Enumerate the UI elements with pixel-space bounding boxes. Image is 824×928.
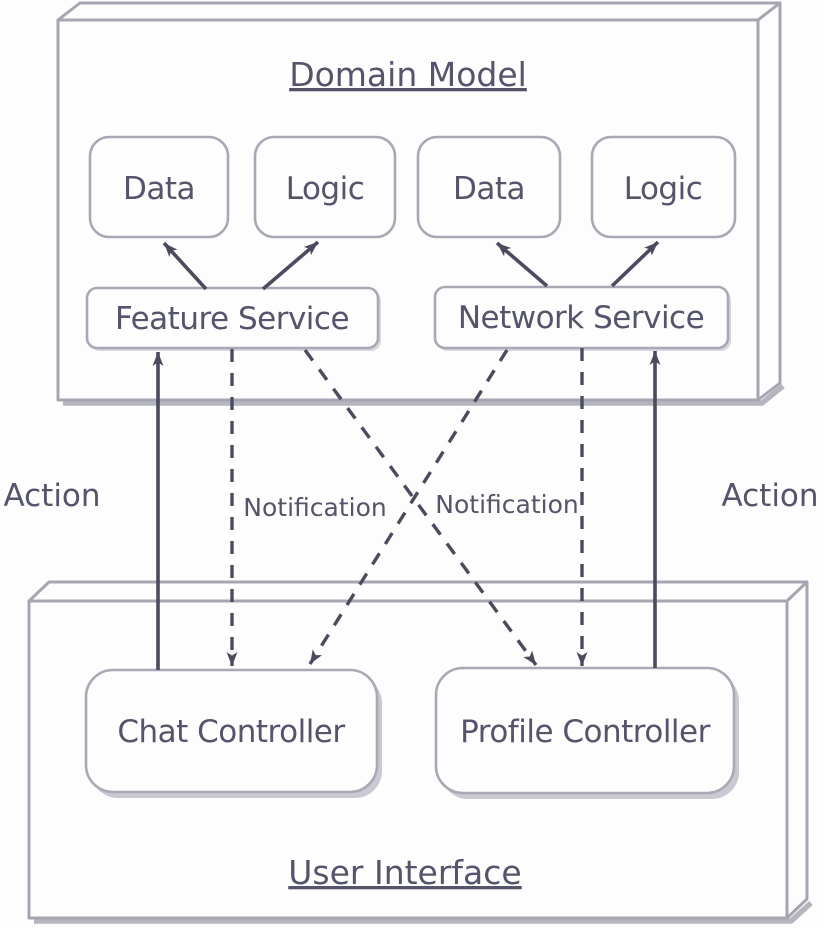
domain-model-container: Domain Model Data Logic Data Logic Featu…: [56, 1, 785, 406]
user-interface-top-face: [27, 580, 809, 603]
connections: [152, 348, 661, 670]
feature-service-box: [85, 286, 380, 350]
logic-box-2: [590, 135, 737, 239]
action-label-left: Action: [3, 478, 100, 514]
domain-model-top-face: [56, 1, 782, 22]
network-to-data-arrow: [495, 241, 549, 288]
feature-to-data-arrow: [162, 241, 208, 291]
domain-model-title: Domain Model: [289, 55, 527, 94]
user-interface-container: User Interface Chat Controller Profile C…: [27, 580, 813, 924]
logic-box-1-label: Logic: [286, 171, 365, 207]
data-box-2-label: Data: [453, 171, 525, 207]
user-interface-shadow: [34, 900, 813, 924]
edge-labels: Action Action Notification Notification: [3, 478, 818, 522]
data-box-2: [416, 135, 562, 239]
action-label-right: Action: [721, 478, 818, 514]
feature-to-logic-arrow: [261, 240, 320, 291]
feature-service-label: Feature Service: [115, 301, 349, 337]
notification-label-right: Notification: [435, 490, 578, 519]
data-box-1: [88, 135, 230, 239]
profile-controller-box: [434, 666, 736, 795]
profile-controller-label: Profile Controller: [460, 714, 710, 750]
chat-controller-label: Chat Controller: [117, 714, 345, 750]
notification-arrow-feature-to-profile: [303, 348, 538, 667]
user-interface-title: User Interface: [288, 853, 521, 892]
network-service-label: Network Service: [458, 300, 704, 336]
data-box-1-label: Data: [123, 171, 195, 207]
network-to-logic-arrow: [610, 240, 660, 288]
domain-model-shadow: [63, 383, 785, 406]
logic-box-1: [253, 135, 397, 239]
chat-controller-box: [84, 668, 379, 794]
logic-box-2-label: Logic: [624, 171, 703, 207]
user-interface-right-face: [785, 580, 809, 920]
notification-label-left: Notification: [243, 493, 386, 522]
domain-model-right-face: [756, 1, 782, 402]
